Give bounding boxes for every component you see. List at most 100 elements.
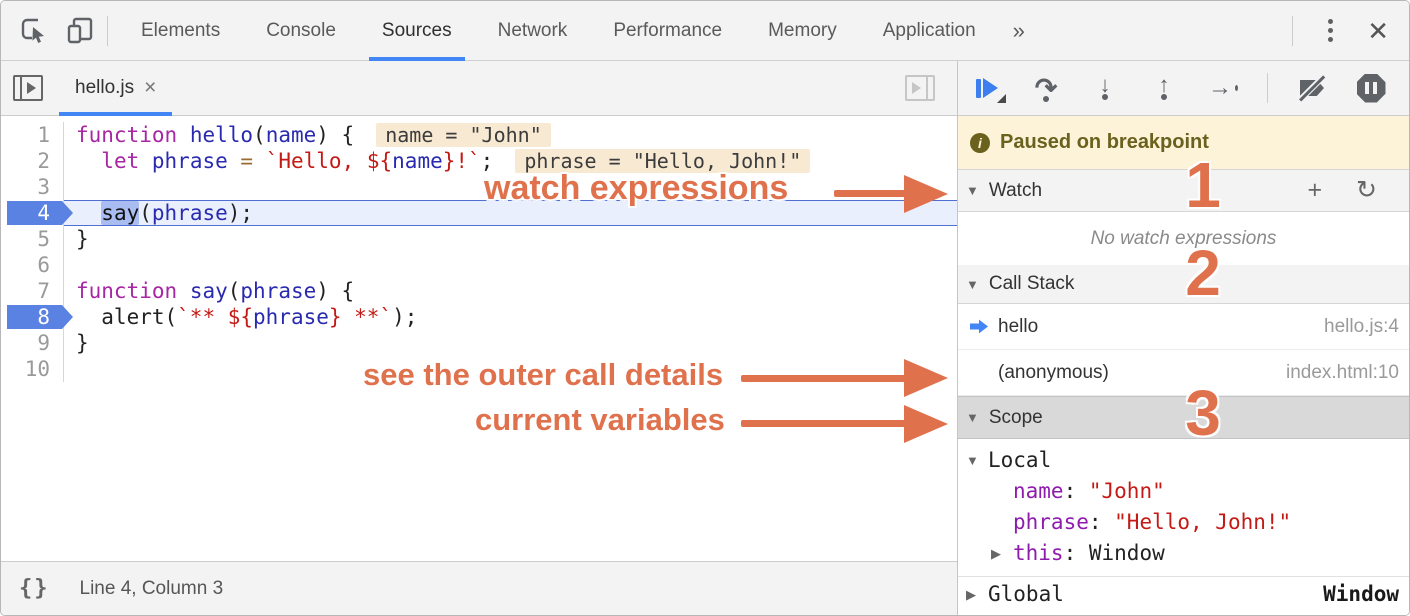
breakpoint-flag-icon[interactable] [7,305,73,329]
inline-eval-badge: name = "John" [376,123,551,147]
scope-token: name [1013,479,1064,503]
scope-row[interactable]: ▶this: Window [958,538,1409,569]
annotation-watch-expressions: watch expressions [484,169,789,207]
line-number-gutter[interactable]: 6 [1,252,64,278]
code-text[interactable]: function say(phrase) { [64,278,957,304]
scope-section-header[interactable]: ▼ Scope [958,396,1409,439]
scope-row[interactable]: phrase: "Hello, John!" [958,507,1409,538]
step-into-icon[interactable]: ↓ [1090,72,1120,104]
scope-token: Window [1088,541,1165,565]
tab-performance[interactable]: Performance [613,19,723,41]
code-token: = [240,149,254,173]
code-line: 4 say(phrase); [1,200,957,226]
code-text[interactable]: let phrase = `Hello, ${name}!`;phrase = … [64,148,957,174]
code-token: phrase [240,279,317,303]
line-number-gutter[interactable]: 3 [1,174,64,200]
scope-token: : [1088,510,1115,534]
scope-token: : [1063,479,1089,503]
tab-console[interactable]: Console [266,19,336,41]
scope-token: "Hello, John!" [1114,510,1292,534]
code-line: 6 [1,252,957,278]
code-text[interactable]: } [64,330,957,356]
pause-on-exceptions-icon[interactable] [1356,72,1386,104]
step-over-icon[interactable]: ↷ [1034,72,1058,103]
call-stack-frame[interactable]: (anonymous) index.html:10 [958,350,1409,396]
call-stack-section-header[interactable]: ▼ Call Stack [958,265,1409,304]
code-text[interactable]: alert(`** ${phrase} **`); [64,304,957,330]
code-line: 10 [1,356,957,382]
line-number-gutter[interactable]: 10 [1,356,64,382]
annotation-arrow-outer-call [741,375,906,382]
tab-close-icon[interactable]: × [144,76,157,99]
code-token: say [101,201,140,225]
device-toolbar-icon[interactable] [63,14,97,48]
breakpoint-flag-icon[interactable] [7,201,73,225]
code-text[interactable]: function hello(name) {name = "John" [64,122,957,148]
paused-message: Paused on breakpoint [1000,131,1209,153]
line-number: 9 [37,331,50,355]
code-token: phrase [151,149,228,173]
toolbar-divider [107,15,108,46]
scope-row[interactable]: ▶ Global Window [958,576,1409,610]
line-number-gutter[interactable]: 2 [1,148,64,174]
scope-row[interactable]: ▼Local [958,445,1409,476]
chevron-down-icon[interactable]: ▼ [966,453,979,468]
annotation-number-2: 2 [1185,237,1221,309]
scope-right-value: Window [1323,582,1399,606]
frame-name: (anonymous) [998,361,1109,383]
tab-network[interactable]: Network [497,19,568,41]
deactivate-breakpoints-icon[interactable] [1297,72,1327,104]
line-number: 8 [37,305,50,329]
show-navigator-icon[interactable] [13,75,43,101]
step-icon[interactable]: → [1208,72,1238,104]
frame-location: index.html:10 [1285,361,1399,383]
code-token: say [189,279,228,303]
code-token [177,279,190,303]
resume-script-icon[interactable] [972,72,1006,104]
close-icon[interactable]: ✕ [1367,15,1389,46]
pretty-print-icon[interactable]: {} [19,576,50,601]
scope-row[interactable]: name: "John" [958,476,1409,507]
add-watch-icon[interactable]: + [1307,176,1323,204]
chevron-right-icon[interactable]: ▶ [966,587,976,602]
refresh-watch-icon[interactable]: ↻ [1356,176,1377,204]
file-tab-hello-js[interactable]: hello.js × [59,61,173,116]
line-number-gutter[interactable]: 1 [1,122,64,148]
tab-elements[interactable]: Elements [141,19,221,41]
annotation-current-variables: current variables [475,402,725,437]
chevron-down-icon: ▼ [966,276,979,292]
code-token: ) { [316,123,355,147]
tab-memory[interactable]: Memory [768,19,837,41]
inspect-element-icon[interactable] [17,14,51,48]
tab-application[interactable]: Application [882,19,976,41]
toolbar-divider [1267,73,1268,103]
code-text[interactable]: say(phrase); [64,200,957,226]
code-token: alert( [76,305,178,329]
scope-token: Global [988,582,1064,606]
paused-banner: i Paused on breakpoint [958,116,1409,169]
code-text[interactable] [64,252,957,278]
line-number: 7 [37,279,50,303]
step-out-icon[interactable]: ↑ [1149,72,1179,104]
code-token: ); [227,201,254,225]
line-number-gutter[interactable]: 8 [1,304,64,330]
code-text[interactable]: } [64,226,957,252]
more-tabs-icon[interactable]: » [1012,17,1025,43]
code-token: ( [253,123,266,147]
code-token [76,201,101,225]
scope-token: phrase [1013,510,1089,534]
watch-section-header[interactable]: ▼ Watch + ↻ [958,169,1409,212]
line-number-gutter[interactable]: 4 [1,200,64,226]
tab-sources[interactable]: Sources [359,1,475,61]
line-number-gutter[interactable]: 5 [1,226,64,252]
menu-kebab-icon[interactable] [1315,19,1345,42]
line-number-gutter[interactable]: 7 [1,278,64,304]
chevron-right-icon[interactable]: ▶ [991,546,1001,561]
chevron-down-icon: ▼ [966,183,979,198]
scope-token: "John" [1088,479,1165,503]
line-number-gutter[interactable]: 9 [1,330,64,356]
